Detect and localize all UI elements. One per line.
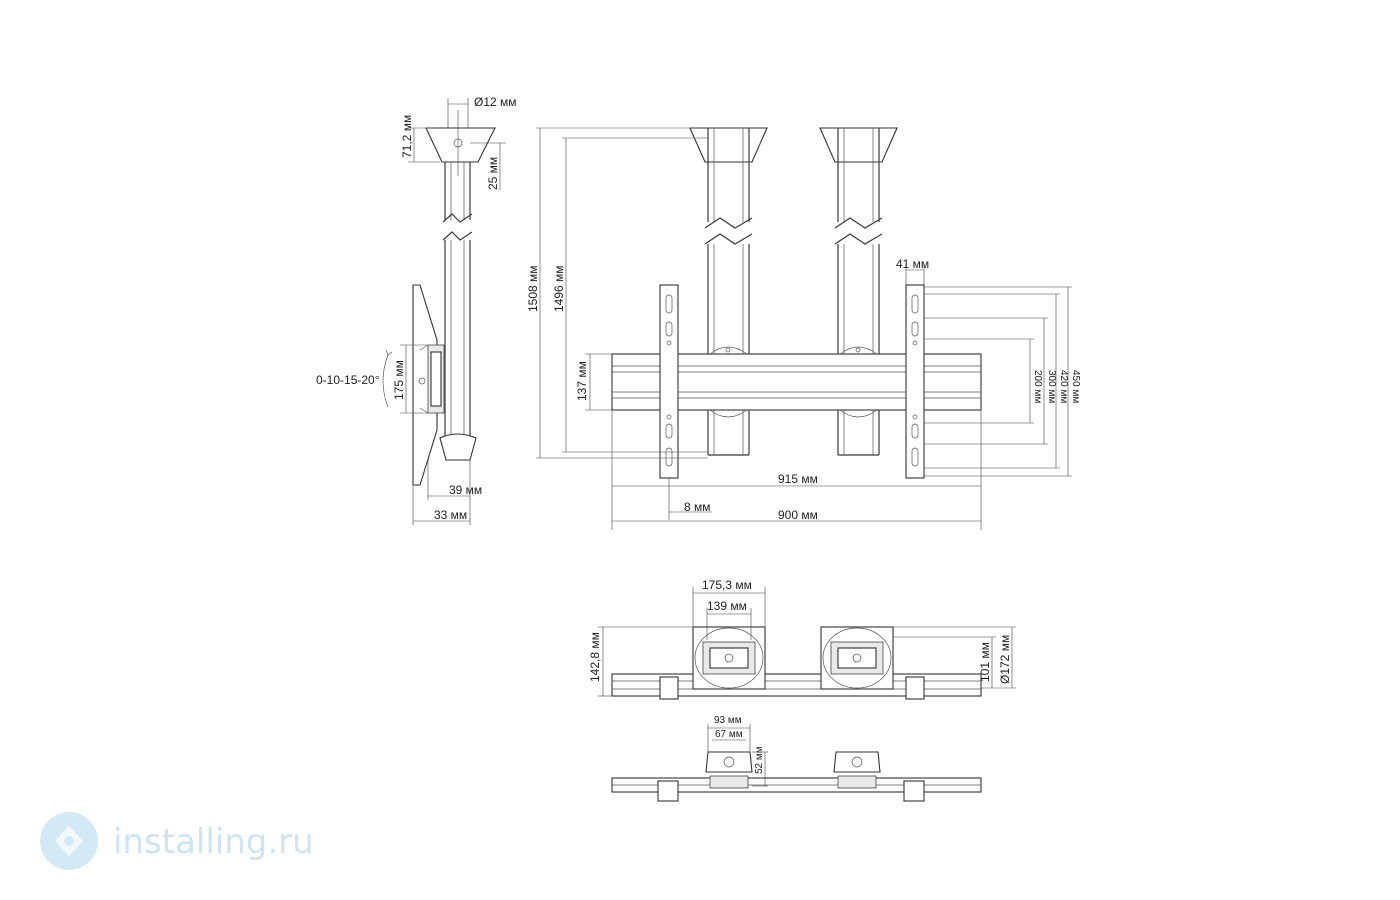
dim-cap-offset: 25 мм bbox=[486, 157, 500, 190]
dim-vesa-300: 300 мм bbox=[1046, 370, 1057, 403]
top-view bbox=[598, 587, 1016, 700]
dim-top-width-139: 139 мм bbox=[707, 599, 747, 613]
bottom-view bbox=[611, 724, 982, 802]
dim-vesa-200: 200 мм bbox=[1032, 370, 1043, 403]
dim-depth-39: 39 мм bbox=[449, 483, 482, 497]
dim-clamp-93: 93 мм bbox=[714, 715, 742, 726]
watermark: installing.ru bbox=[40, 812, 314, 870]
dim-clamp-52: 52 мм bbox=[754, 746, 765, 774]
dim-bracket-height: 175 мм bbox=[392, 360, 406, 400]
dim-vesa-420: 420 мм bbox=[1058, 370, 1069, 403]
dim-rail-height: 137 мм bbox=[575, 361, 589, 401]
dim-depth-33: 33 мм bbox=[434, 508, 467, 522]
dim-top-diameter-172: Ø172 мм bbox=[998, 635, 1012, 684]
dim-arm-width: 41 мм bbox=[896, 257, 929, 271]
dim-top-depth-142: 142,8 мм bbox=[588, 632, 602, 682]
dim-hole-diameter: Ø12 мм bbox=[474, 95, 517, 109]
dim-clamp-67: 67 мм bbox=[715, 729, 743, 740]
dim-vesa-450: 450 мм bbox=[1070, 370, 1081, 403]
dim-total-height-outer: 1508 мм bbox=[526, 265, 540, 312]
dim-top-width-175: 175,3 мм bbox=[702, 578, 752, 592]
front-view bbox=[536, 127, 1072, 530]
dim-width-900: 900 мм bbox=[778, 508, 818, 522]
side-view bbox=[382, 98, 506, 525]
installing-logo-icon bbox=[40, 812, 98, 870]
dim-top-depth-101: 101 мм bbox=[978, 642, 992, 682]
dim-cap-height: 71,2 мм bbox=[400, 115, 414, 158]
dim-width-915: 915 мм bbox=[778, 472, 818, 486]
dim-tilt: 0-10-15-20° bbox=[316, 373, 380, 387]
dim-offset-8: 8 мм bbox=[684, 500, 711, 514]
dim-total-height-inner: 1496 мм bbox=[552, 265, 566, 312]
watermark-text: installing.ru bbox=[113, 822, 314, 862]
